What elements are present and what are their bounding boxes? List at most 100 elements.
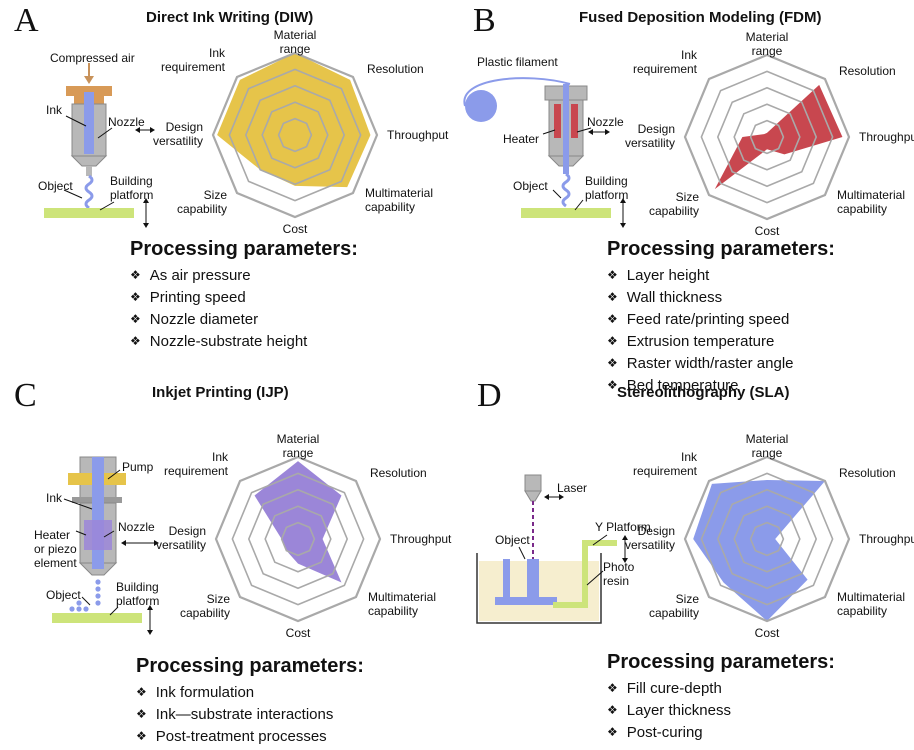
param-item: Nozzle diameter (130, 309, 358, 331)
radar-grid-ring (716, 488, 818, 590)
radar-grid-ring (733, 103, 801, 171)
nozzle-tip (86, 166, 92, 176)
param-item: Raster width/raster angle (607, 353, 835, 375)
radar-axis-label: Cost (755, 224, 780, 238)
radar-grid-ring (244, 84, 346, 186)
params-title: Processing parameters: (607, 651, 835, 673)
label-platform: platform (116, 594, 159, 608)
panel-letter: D (477, 377, 502, 414)
ijp-illustration: Pump Ink Nozzle Heater or piezo element … (34, 456, 159, 635)
processing-parameters: Processing parameters: Layer height Wall… (607, 238, 835, 397)
param-item: Feed rate/printing speed (607, 309, 835, 331)
radar-grid-ring (211, 51, 379, 219)
diw-illustration: Compressed air Ink Nozzle Object Buildin… (38, 51, 155, 228)
param-item: Bed temperature (607, 375, 835, 397)
printed-object-left (503, 559, 510, 597)
radar-grid-ring (247, 488, 349, 590)
params-title: Processing parameters: (607, 238, 835, 260)
params-title: Processing parameters: (136, 655, 364, 677)
radar-axis-label: Throughput (859, 532, 914, 546)
radar-grid-ring (277, 117, 313, 153)
radar-grid-ring (214, 455, 382, 623)
processing-parameters: Processing parameters: Fill cure-depth L… (607, 651, 835, 744)
heater-left (554, 104, 561, 138)
radar-axis-label: Resolution (367, 62, 424, 76)
printed-object-base (495, 597, 557, 605)
radar-grid-ring (749, 119, 785, 155)
processing-parameters: Processing parameters: As air pressure P… (130, 238, 358, 353)
panel-ijp: C Inkjet Printing (IJP) Pump Ink Nozzle … (0, 375, 457, 750)
label-piezo: or piezo (34, 542, 77, 556)
panel-fdm: B Fused Deposition Modeling (FDM) Plasti… (457, 0, 914, 394)
panel-title: Fused Deposition Modeling (FDM) (579, 9, 822, 26)
panel-letter: B (473, 2, 496, 39)
radar-grid-ring (264, 505, 332, 573)
radar-axis-label: Throughput (859, 130, 914, 144)
building-platform (52, 613, 142, 623)
fdm-illustration: Plastic filament Heater Nozzle Object Bu… (463, 55, 628, 228)
label-object: Object (495, 533, 530, 547)
radar-axis-label: Resolution (839, 466, 896, 480)
radar-grid-ring (700, 70, 834, 204)
radar-grid-ring (700, 472, 834, 606)
label-ink: Ink (46, 491, 63, 505)
label-photo: Photo (603, 560, 635, 574)
panel-sla: D Stereolithography (SLA) Laser Y Platfo… (457, 375, 914, 750)
label-resin: resin (603, 574, 629, 588)
syringe-tip (70, 155, 108, 167)
label-building: Building (116, 580, 159, 594)
label-object: Object (46, 588, 81, 602)
printed-object-right (527, 559, 539, 597)
extruded-filament (84, 174, 94, 210)
param-item: Post-treatment processes (136, 726, 364, 748)
radar-axis-label: Cost (755, 626, 780, 640)
panel-title: Inkjet Printing (IJP) (152, 384, 289, 401)
label-building: Building (585, 174, 628, 188)
label-pump: Pump (122, 460, 154, 474)
radar-grid-ring (683, 53, 851, 221)
resin-vat (476, 553, 602, 624)
param-item: Printing speed (130, 287, 358, 309)
label-plastic-filament: Plastic filament (477, 55, 558, 69)
laser-tip (524, 490, 542, 502)
sla-illustration: Laser Y Platform Object Photo resin (476, 474, 651, 624)
radar-grid-ring (716, 86, 818, 188)
label-laser: Laser (557, 481, 587, 495)
label-heater: Heater (503, 132, 539, 146)
param-item: Layer thickness (607, 700, 835, 722)
panel-diw: A Direct Ink Writing (DIW) Compressed ai… (0, 0, 457, 375)
param-item: Layer height (607, 265, 835, 287)
radar-chart: MaterialrangeResolutionThroughputMultima… (625, 30, 914, 238)
panel-letter: A (14, 2, 39, 39)
extruded-filament (561, 172, 571, 208)
radar-axis-label: Throughput (387, 128, 449, 142)
param-item: Ink—substrate interactions (136, 704, 364, 726)
radar-axis-label: Resolution (839, 64, 896, 78)
label-nozzle: Nozzle (108, 115, 145, 129)
param-item: As air pressure (130, 265, 358, 287)
panel-title: Stereolithography (SLA) (617, 384, 790, 401)
radar-grid-ring (733, 505, 801, 573)
label-building: Building (110, 174, 153, 188)
radar-axis-label: Throughput (390, 532, 452, 546)
radar-grid-ring (749, 521, 785, 557)
panel-title: Direct Ink Writing (DIW) (146, 9, 314, 26)
param-item: Nozzle-substrate height (130, 331, 358, 353)
radar-chart: MaterialrangeResolutionThroughputMultima… (625, 432, 914, 640)
radar-grid-ring (228, 68, 362, 202)
